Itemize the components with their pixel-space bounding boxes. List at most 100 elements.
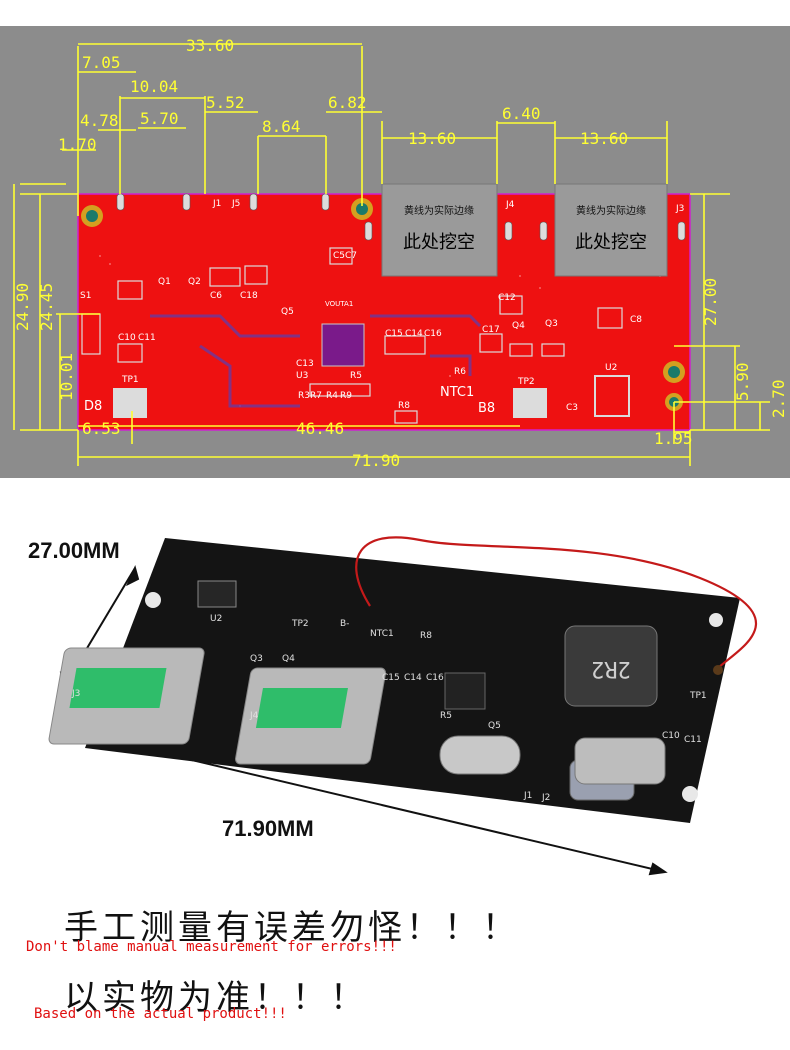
component-label: Q5 xyxy=(281,307,294,317)
thermistor-tip xyxy=(713,665,723,675)
silk-label: C11 xyxy=(684,735,702,745)
cutout-box-left xyxy=(381,183,498,277)
silk-label: R5 xyxy=(440,711,452,721)
silk-label: Q3 xyxy=(250,654,263,664)
component-label: C3 xyxy=(566,403,578,413)
component-label: R9 xyxy=(340,391,352,401)
dim-label: 27.00 xyxy=(701,278,720,326)
component-label: R7 xyxy=(310,391,322,401)
photo-width-label: 27.00MM xyxy=(28,538,120,563)
inductor-marking: 2R2 xyxy=(591,656,631,681)
dim-label: 1.95 xyxy=(654,429,693,448)
usb-a-ports xyxy=(48,647,387,765)
component-label: R8 xyxy=(398,401,410,411)
component-label: Q2 xyxy=(188,277,201,287)
cutout-box-right xyxy=(554,183,668,277)
edge-note-right: 黄线为实际边缘 xyxy=(576,204,646,217)
silk-label: C10 xyxy=(662,731,680,741)
pcb-layout-diagram: 黄线为实际边缘 黄线为实际边缘 此处挖空 此处挖空 J1 J5 xyxy=(13,36,788,470)
dim-label: 10.01 xyxy=(57,353,76,401)
component-label: C6 xyxy=(210,291,222,301)
component-label: TP2 xyxy=(517,377,535,387)
component-label: R4 xyxy=(326,391,338,401)
dimension-lines xyxy=(13,43,770,466)
component-label: R6 xyxy=(454,367,466,377)
dim-label: 10.04 xyxy=(130,77,178,96)
component-label: C8 xyxy=(630,315,642,325)
silk-label: TP2 xyxy=(291,619,309,629)
component-label: Q4 xyxy=(512,321,525,331)
dim-label: 6.40 xyxy=(502,104,541,123)
dim-label: 4.78 xyxy=(80,111,119,130)
photo-length-label: 71.90MM xyxy=(222,816,314,841)
dim-label: 6.53 xyxy=(82,419,121,438)
silk-label: U2 xyxy=(210,614,222,624)
dim-label: 1.70 xyxy=(58,135,97,154)
component-label: C17 xyxy=(482,325,500,335)
component-label: Q3 xyxy=(545,319,558,329)
note-cn-1: 手工测量有误差勿怪！！！ xyxy=(64,908,520,948)
edge-note-left: 黄线为实际边缘 xyxy=(404,204,474,217)
trace-lines xyxy=(150,314,482,408)
dim-label: 24.90 xyxy=(13,283,32,331)
silk-label: C15 xyxy=(382,673,400,683)
silk-label: R8 xyxy=(420,631,432,641)
main-ic-photo xyxy=(444,672,486,710)
component-label: B8 xyxy=(478,401,495,416)
dim-label: 5.90 xyxy=(733,362,752,401)
note-en-1: Don't blame manual measurement for error… xyxy=(26,939,397,955)
component-label: C18 xyxy=(240,291,258,301)
dim-label: 8.64 xyxy=(262,117,301,136)
component-label: J5 xyxy=(231,199,240,209)
dim-label: 71.90 xyxy=(352,451,400,470)
component-label: C13 xyxy=(296,359,314,369)
silk-label: J3 xyxy=(71,689,80,699)
component-label: S1 xyxy=(80,291,91,301)
usb-c-port-2 xyxy=(574,737,666,785)
component-label: Q1 xyxy=(158,277,171,287)
dim-label: 6.82 xyxy=(328,93,367,112)
note-cn-2: 以实物为准！！！ xyxy=(64,978,368,1018)
component-label: J1 xyxy=(212,199,221,209)
smd-pads xyxy=(81,247,623,424)
component-label: R3 xyxy=(298,391,310,401)
board-photo: 2R2 U2 TP2 B- NTC1 R8 Q3 Q4 J3 J4 C15 C1… xyxy=(48,536,757,876)
cutout-text-right: 此处挖空 xyxy=(575,232,647,253)
component-label: J3 xyxy=(675,204,684,214)
main-ic xyxy=(321,323,365,367)
silk-label: C16 xyxy=(426,673,444,683)
dim-label: 13.60 xyxy=(580,129,628,148)
dim-label: 7.05 xyxy=(82,53,121,72)
inductor xyxy=(564,625,658,707)
component-label: NTC1 xyxy=(440,385,474,400)
silk-label: B- xyxy=(340,619,349,629)
component-label: C5C7 xyxy=(333,251,357,261)
component-label: TP1 xyxy=(121,375,139,385)
silk-label: Q4 xyxy=(282,654,295,664)
dim-label: 5.52 xyxy=(206,93,245,112)
component-label: C10 xyxy=(118,333,136,343)
silkscreen-labels: U2 TP2 B- NTC1 R8 Q3 Q4 J3 J4 C15 C14 C1… xyxy=(71,614,707,803)
component-label: VOUTA1 xyxy=(325,300,353,308)
dim-label: 5.70 xyxy=(140,109,179,128)
dim-label: 46.46 xyxy=(296,419,344,438)
component-label: C16 xyxy=(424,329,442,339)
usb-c-port xyxy=(439,735,521,775)
component-label: C11 xyxy=(138,333,156,343)
mounting-holes xyxy=(81,198,685,411)
dim-label: 13.60 xyxy=(408,129,456,148)
silk-label: Q5 xyxy=(488,721,501,731)
dim-label: 2.70 xyxy=(769,379,788,418)
dimension-labels: 33.60 7.05 10.04 5.52 6.82 4.78 5.70 8.6… xyxy=(13,36,788,470)
test-pads xyxy=(113,375,630,418)
component-label: D8 xyxy=(84,399,102,414)
board-holes xyxy=(145,592,723,802)
component-label: U3 xyxy=(296,371,308,381)
component-label: J4 xyxy=(505,200,515,210)
component-label: C14 xyxy=(405,329,423,339)
silk-label: TP1 xyxy=(689,691,707,701)
slot-pads xyxy=(116,193,686,241)
component-label: R5 xyxy=(350,371,362,381)
thermistor-wire xyxy=(355,536,757,669)
component-label: C12 xyxy=(498,293,516,303)
